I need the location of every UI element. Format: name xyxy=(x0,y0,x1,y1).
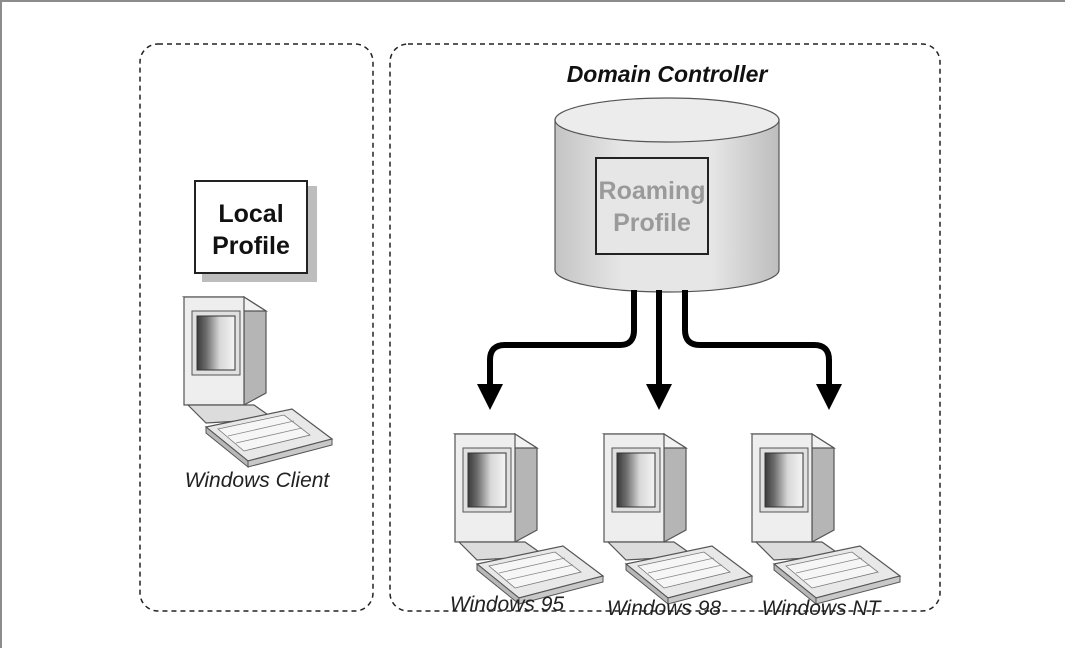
windowsnt-computer-icon xyxy=(751,433,901,605)
arrow-to-windowsnt xyxy=(682,290,832,390)
windows-client-label: Windows Client xyxy=(185,469,331,492)
arrowhead-windows95 xyxy=(477,384,503,410)
windowsnt-label: Windows NT xyxy=(762,597,883,620)
windows98-computer-icon xyxy=(603,433,753,605)
windows95-label: Windows 95 xyxy=(450,593,565,616)
local-profile-line2: Profile xyxy=(212,232,290,260)
domain-controller-panel xyxy=(389,43,941,612)
frame-top-border xyxy=(0,0,1065,2)
windows95-computer-icon xyxy=(454,433,604,605)
arrow-to-windows95 xyxy=(487,290,637,390)
roaming-profile-line1: Roaming xyxy=(599,177,706,205)
local-profile-box xyxy=(194,180,308,274)
domain-controller-title: Domain Controller xyxy=(567,61,769,87)
arrowhead-windows98 xyxy=(646,384,672,410)
arrowhead-windowsnt xyxy=(816,384,842,410)
windows-client-computer-icon xyxy=(183,296,333,468)
frame-left-border xyxy=(0,0,2,648)
local-profile-line1: Local xyxy=(218,200,283,228)
roaming-profile-box xyxy=(595,157,709,255)
roaming-profile-line2: Profile xyxy=(613,209,691,237)
client-panel xyxy=(139,43,374,612)
windows98-label: Windows 98 xyxy=(607,597,722,620)
